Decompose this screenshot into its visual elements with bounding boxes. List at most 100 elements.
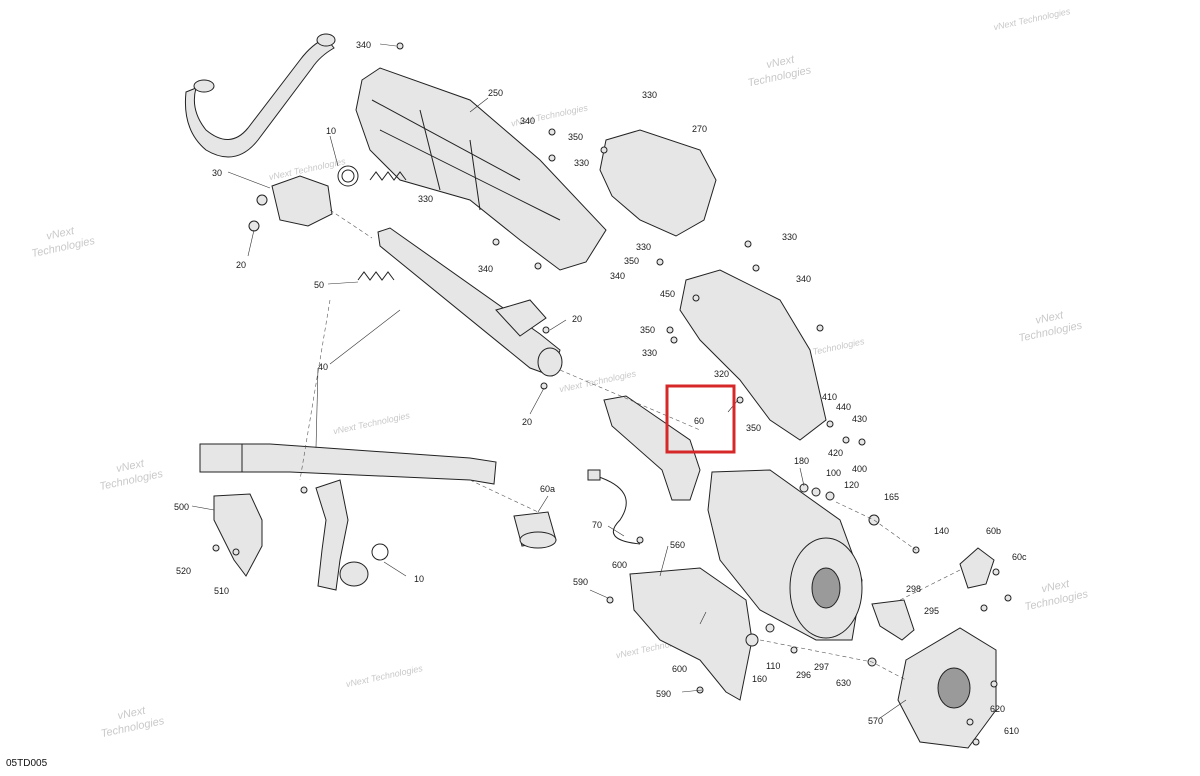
part-callout: 160: [752, 674, 767, 684]
watermark-7: vNext Technologies: [332, 410, 411, 436]
part-callout: 340: [610, 271, 625, 281]
part-callout: 20: [522, 417, 532, 427]
part-callout: 70: [592, 520, 602, 530]
part-callout: 350: [640, 325, 655, 335]
part-callout: 330: [782, 232, 797, 242]
arrestor-rim: [519, 531, 557, 549]
bracket-295: [871, 599, 915, 641]
pipe-60: [603, 395, 701, 501]
elbow-coupler: [271, 175, 333, 227]
part-callout: 340: [356, 40, 371, 50]
pipe-bracket: [495, 299, 547, 337]
heat-shield-320: [679, 269, 827, 441]
part-callout: 520: [176, 566, 191, 576]
part-callout: 60c: [1012, 552, 1027, 562]
part-callout: 350: [568, 132, 583, 142]
part-callout: 120: [844, 480, 859, 490]
part-callout: 420: [828, 448, 843, 458]
part-callout: 350: [746, 423, 761, 433]
part-callout: 330: [642, 90, 657, 100]
shield-ribs: [371, 99, 561, 221]
part-callout: 600: [612, 560, 627, 570]
part-callout: 440: [836, 402, 851, 412]
bracket-500: [213, 493, 263, 577]
part-callout: 620: [990, 704, 1005, 714]
part-callout: 330: [636, 242, 651, 252]
part-callout: 450: [660, 289, 675, 299]
part-callout: 330: [642, 348, 657, 358]
lower-pipe-40: [199, 443, 497, 485]
part-callout: 60b: [986, 526, 1001, 536]
part-callout: 100: [826, 468, 841, 478]
part-callout: 600: [672, 664, 687, 674]
watermark-11: vNext: [117, 705, 148, 723]
part-callout: 410: [822, 392, 837, 402]
sensor-connector: [587, 469, 601, 481]
spring-330: [369, 171, 407, 181]
part-callout: 60: [694, 416, 704, 426]
part-callout: 340: [796, 274, 811, 284]
part-callout: 340: [478, 264, 493, 274]
part-callout: 510: [214, 586, 229, 596]
part-callout: 430: [852, 414, 867, 424]
muffler-outlet: [811, 567, 841, 609]
part-callout: 10: [326, 126, 336, 136]
watermark-10: vNext: [1034, 309, 1065, 327]
part-callout: 298: [906, 584, 921, 594]
part-callout: 297: [814, 662, 829, 672]
highlight-box-60: [665, 384, 736, 454]
part-callout: 330: [418, 194, 433, 204]
heat-shield-250: [355, 67, 607, 271]
watermark-8: vNext Technologies: [558, 368, 637, 394]
part-callout: 20: [572, 314, 582, 324]
part-callout: 296: [796, 670, 811, 680]
heat-shield-560: [629, 567, 753, 701]
part-callout: 10: [414, 574, 424, 584]
watermark-6: vNext: [115, 457, 146, 475]
mid-pipe: [377, 227, 561, 377]
pipe-flange: [193, 79, 215, 93]
leader-lines: [191, 43, 907, 719]
plate-60b: [959, 547, 995, 589]
part-callout: 40: [318, 362, 328, 372]
part-callout: 250: [488, 88, 503, 98]
clamp-ring: [339, 561, 369, 587]
part-callout: 50: [314, 280, 324, 290]
gasket-10-lower: [371, 543, 389, 561]
watermark-1: vNext: [45, 225, 76, 243]
part-callout: 500: [174, 502, 189, 512]
watermark-12: vNext Technologies: [345, 663, 424, 689]
part-callout: 30: [212, 168, 222, 178]
part-callout: 350: [624, 256, 639, 266]
nut-20b: [248, 220, 260, 232]
part-callout: 180: [794, 456, 809, 466]
part-callout: 560: [670, 540, 685, 550]
part-callout: 630: [836, 678, 851, 688]
cover-outlet: [937, 667, 971, 709]
watermark-5: vNext Technologies: [993, 6, 1072, 32]
pipe-end: [316, 33, 336, 47]
watermark-4: vNext: [765, 53, 796, 71]
o2-sensor-70: [595, 475, 641, 545]
spring-50: [357, 271, 395, 281]
heat-shield-270: [599, 129, 717, 237]
gasket-10-inner: [341, 169, 355, 183]
watermark-14: vNext: [1040, 578, 1071, 596]
part-callout: 295: [924, 606, 939, 616]
part-callout: 610: [1004, 726, 1019, 736]
part-callout: 110: [766, 661, 780, 671]
pipe-40-end: [199, 443, 243, 473]
drawing-reference: 05TD005: [6, 758, 48, 769]
part-callout: 400: [852, 464, 867, 474]
part-callout: 60a: [540, 484, 555, 494]
part-callout: 165: [884, 492, 899, 502]
pipe-outlet: [537, 347, 563, 377]
part-callout: 20: [236, 260, 246, 270]
part-callout: 570: [868, 716, 883, 726]
part-callout: 330: [574, 158, 589, 168]
part-callout: 320: [714, 369, 729, 379]
gasket-10: [337, 165, 359, 187]
